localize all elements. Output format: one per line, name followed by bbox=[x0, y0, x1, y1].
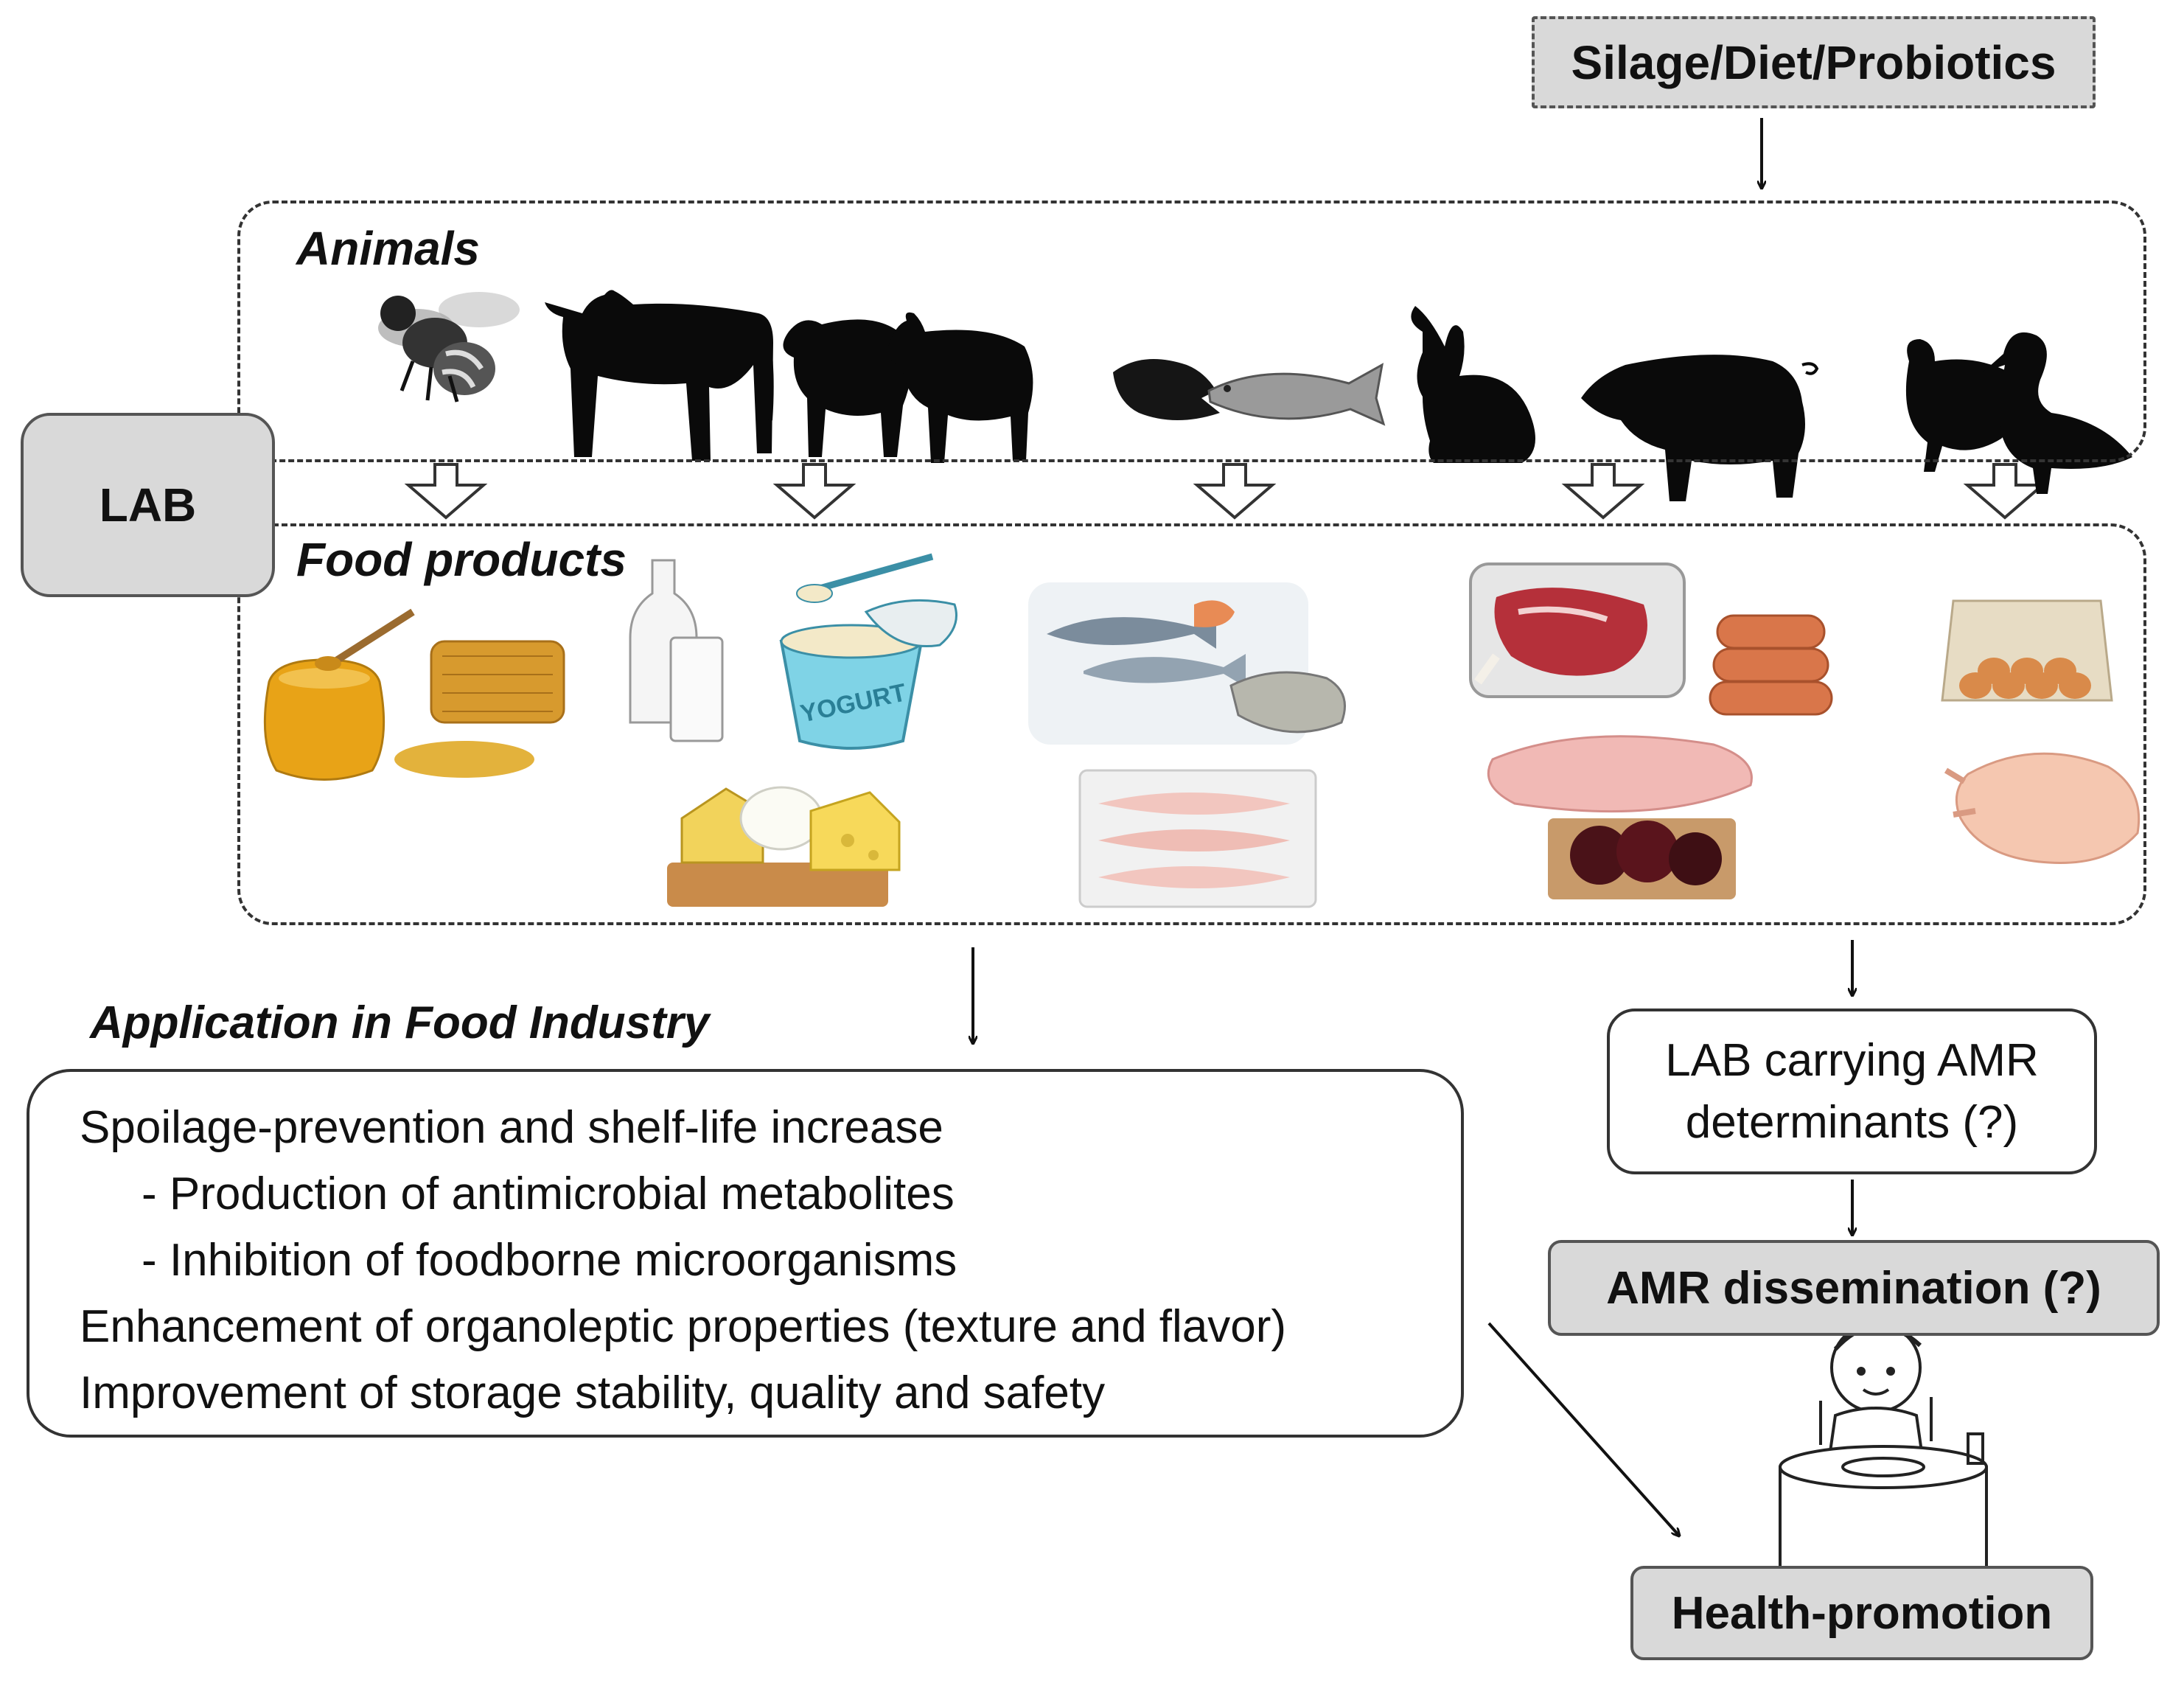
cheese-image bbox=[667, 786, 901, 907]
animals-title: Animals bbox=[296, 222, 480, 275]
bee-icon bbox=[378, 292, 520, 403]
application-line-2: - Production of antimicrobial metabolite… bbox=[142, 1168, 955, 1219]
silage-diet-probiotics-box: Silage/Diet/Probiotics bbox=[1532, 16, 2096, 108]
fish-icon bbox=[1113, 359, 1220, 420]
honeycomb-image bbox=[394, 640, 565, 778]
cow-icon bbox=[545, 290, 774, 461]
application-box: Spoilage-prevention and shelf-life incre… bbox=[27, 1069, 1464, 1438]
blood-sausage-image bbox=[1548, 818, 1736, 899]
pig-icon bbox=[1581, 355, 1819, 501]
food-products-container bbox=[237, 523, 2146, 925]
application-line-5: Improvement of storage stability, qualit… bbox=[80, 1368, 1106, 1418]
hollow-arrow-2 bbox=[772, 463, 856, 520]
seafood-image bbox=[1028, 582, 1346, 745]
chicken-icon bbox=[1905, 339, 2021, 472]
application-line-3: - Inhibition of foodborne microorganisms bbox=[142, 1235, 957, 1286]
lab-box: LAB bbox=[21, 413, 275, 597]
yogurt-image bbox=[779, 553, 957, 750]
trout-icon bbox=[1207, 363, 1386, 426]
child-at-table-image bbox=[1779, 1322, 1988, 1590]
rabbit-icon bbox=[1411, 306, 1535, 463]
amr-dissemination-box: AMR dissemination (?) bbox=[1548, 1240, 2160, 1336]
arrow-application-to-health bbox=[1487, 1322, 1679, 1536]
raw-rabbit-meat-image bbox=[1487, 735, 1753, 813]
application-line-4: Enhancement of organoleptic properties (… bbox=[80, 1301, 1287, 1352]
hollow-arrow-5 bbox=[1963, 463, 2047, 520]
goat-icon bbox=[887, 312, 1033, 463]
animals-container bbox=[237, 201, 2146, 462]
application-line-1: Spoilage-prevention and shelf-life incre… bbox=[80, 1102, 943, 1153]
hollow-arrow-4 bbox=[1561, 463, 1645, 520]
meat-tray-image bbox=[1469, 562, 1686, 698]
raw-chicken-image bbox=[1944, 752, 2141, 864]
duck-icon bbox=[1983, 332, 2132, 494]
lab-carrying-amr-line-2: determinants (?) bbox=[1685, 1096, 2019, 1148]
health-promotion-box: Health-promotion bbox=[1630, 1566, 2093, 1660]
milk-image bbox=[629, 559, 724, 742]
honey-jar-image bbox=[263, 608, 415, 781]
application-title: Application in Food Industry bbox=[90, 997, 710, 1048]
amr-dissemination-label: AMR dissemination (?) bbox=[1606, 1262, 2101, 1314]
food-products-title: Food products bbox=[296, 533, 627, 586]
eggs-image bbox=[1941, 599, 2113, 702]
hollow-arrows bbox=[404, 463, 2047, 520]
sausages-image bbox=[1709, 614, 1833, 716]
health-promotion-label: Health-promotion bbox=[1671, 1587, 2053, 1639]
silage-diet-probiotics-label: Silage/Diet/Probiotics bbox=[1571, 35, 2056, 89]
fish-fillet-image bbox=[1078, 769, 1317, 908]
lab-carrying-amr-line-1: LAB carrying AMR bbox=[1665, 1034, 2039, 1086]
lab-carrying-amr-box: LAB carrying AMR determinants (?) bbox=[1607, 1009, 2097, 1174]
lab-label: LAB bbox=[99, 478, 197, 532]
hollow-arrow-1 bbox=[404, 463, 488, 520]
hollow-arrow-3 bbox=[1193, 463, 1277, 520]
sheep-icon bbox=[783, 319, 912, 457]
